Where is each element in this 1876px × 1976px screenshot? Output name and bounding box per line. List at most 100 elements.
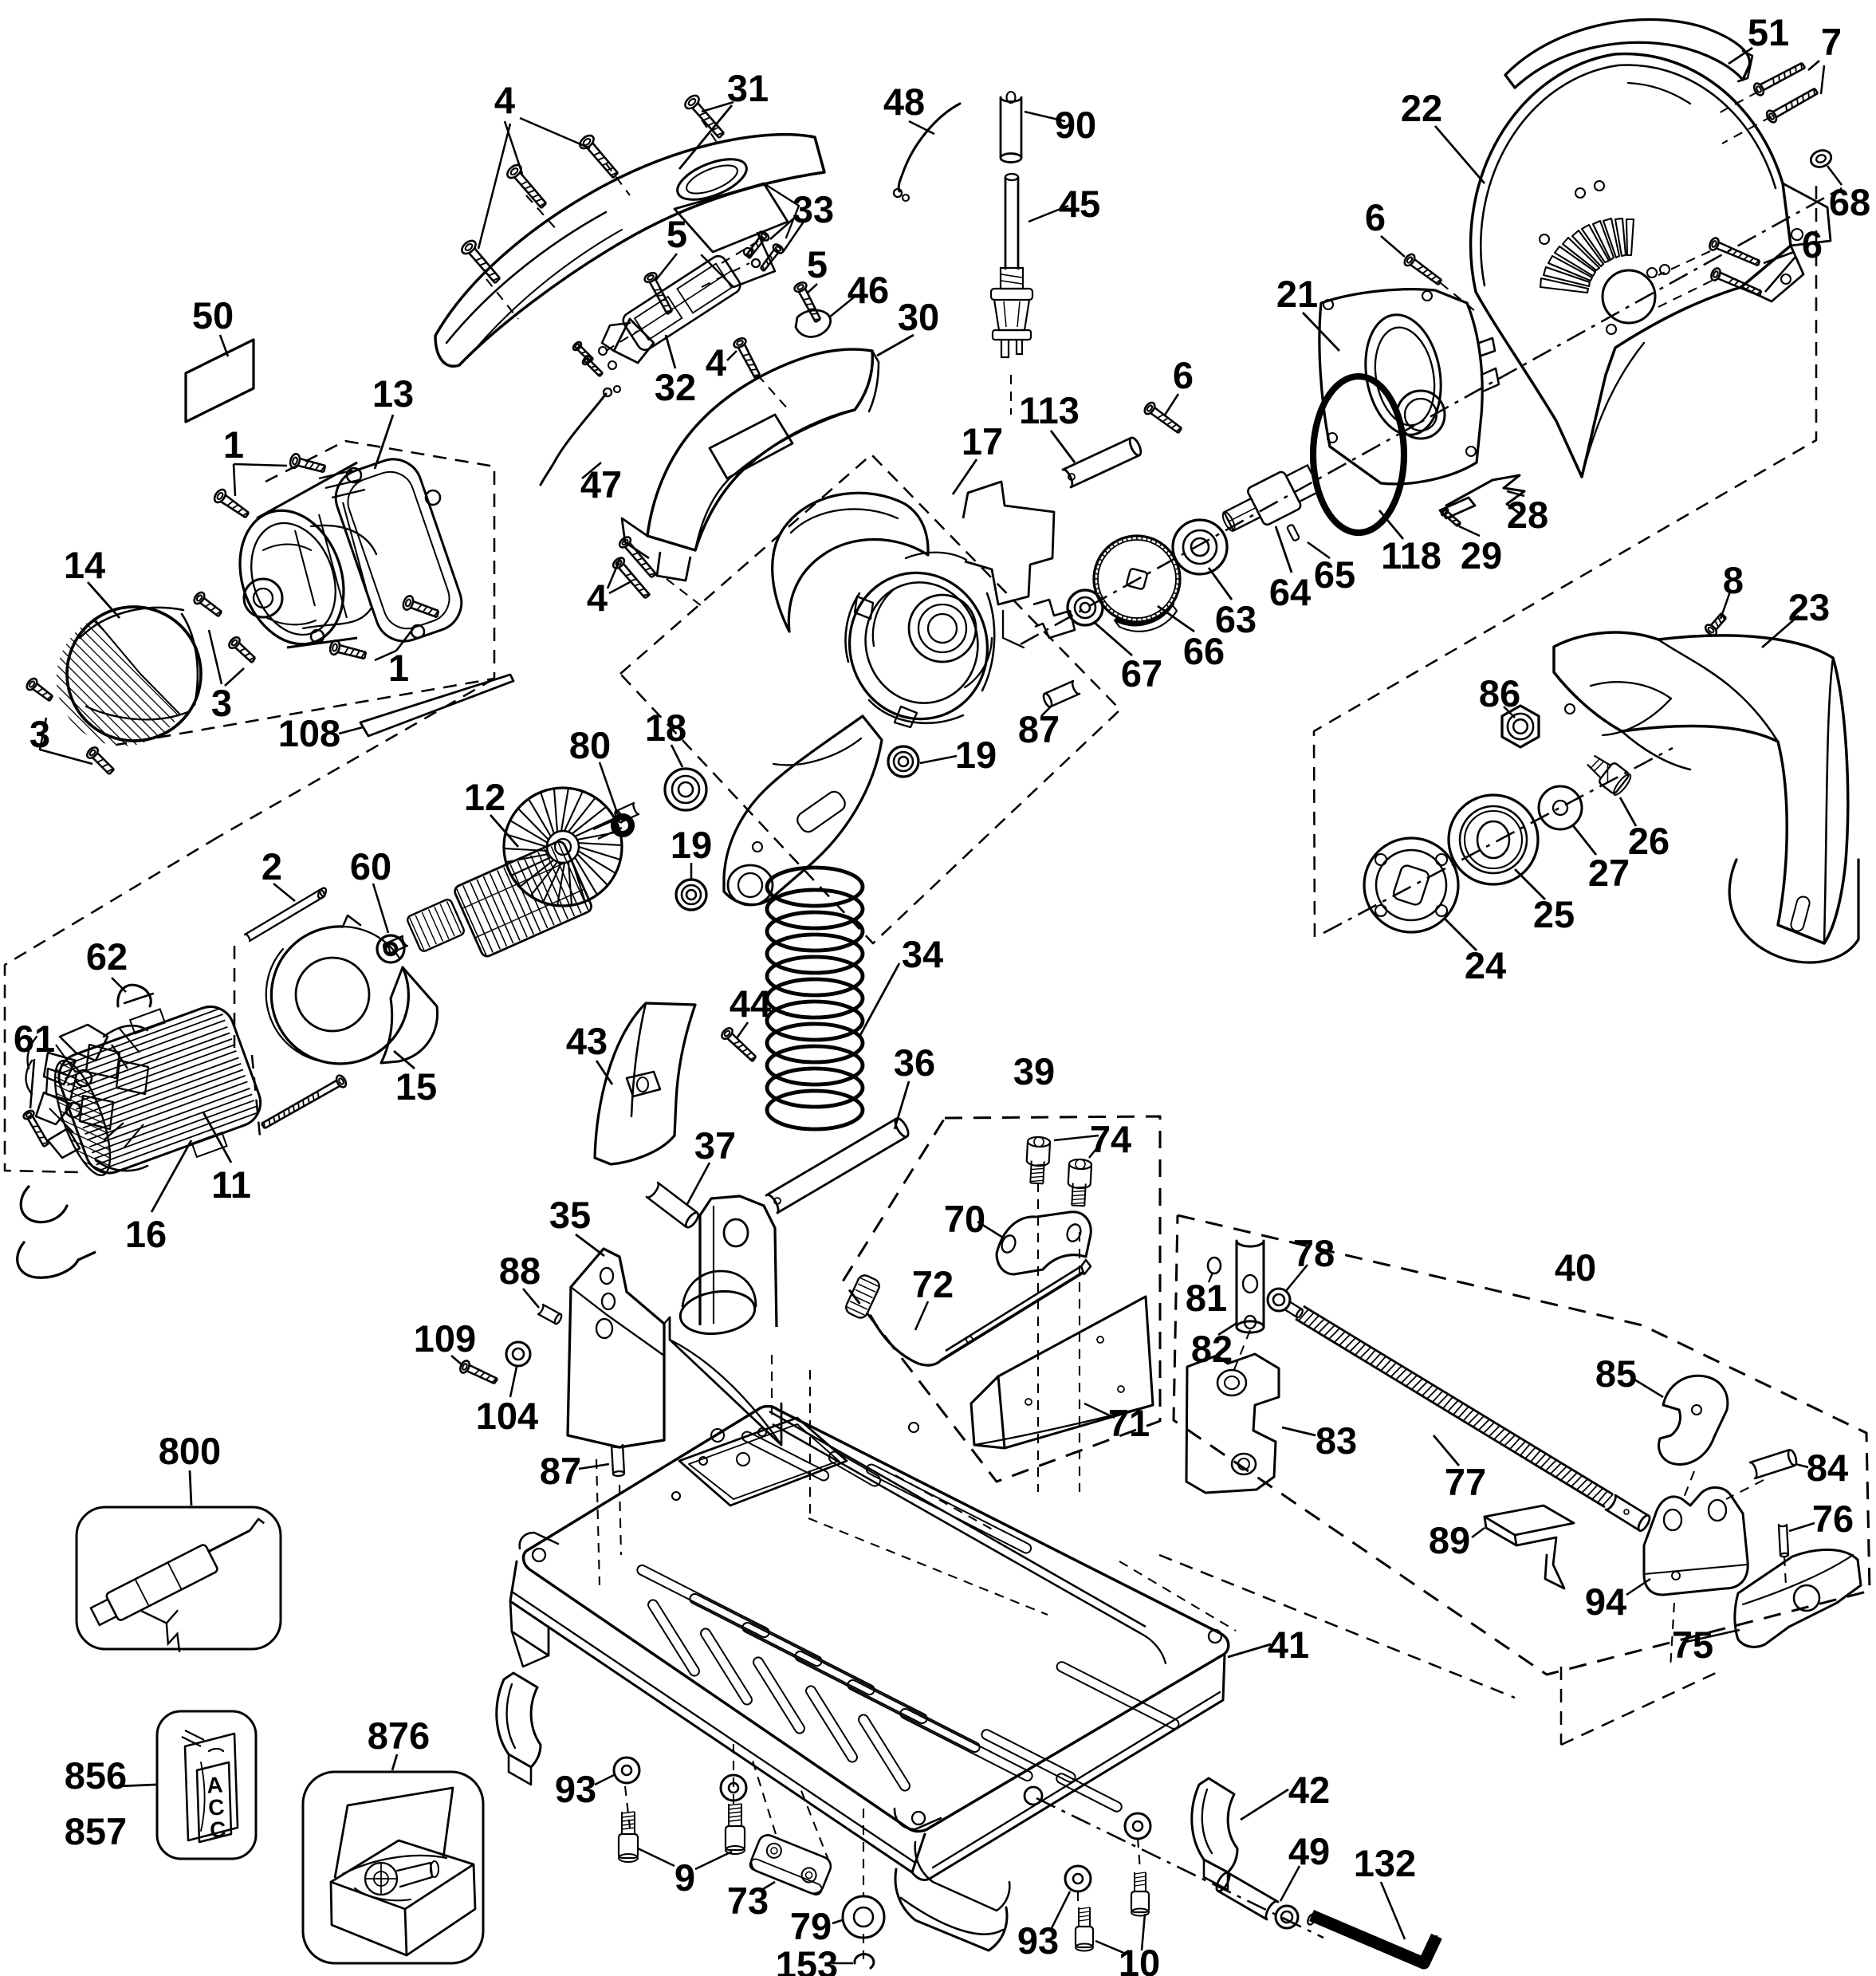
svg-text:5: 5	[807, 243, 828, 285]
svg-text:3: 3	[29, 713, 50, 755]
svg-text:4: 4	[587, 577, 608, 619]
svg-text:876: 876	[368, 1714, 430, 1757]
svg-text:A: A	[206, 1772, 223, 1797]
svg-text:9: 9	[674, 1856, 695, 1899]
svg-text:5: 5	[667, 213, 687, 255]
svg-text:86: 86	[1479, 672, 1520, 714]
svg-text:36: 36	[894, 1041, 935, 1084]
svg-text:11: 11	[211, 1163, 251, 1206]
svg-text:29: 29	[1461, 534, 1502, 577]
svg-text:16: 16	[125, 1213, 167, 1255]
svg-text:80: 80	[569, 724, 611, 766]
svg-text:93: 93	[1017, 1919, 1059, 1962]
svg-text:84: 84	[1807, 1447, 1848, 1489]
svg-text:25: 25	[1533, 893, 1575, 935]
svg-text:C: C	[207, 1794, 225, 1820]
svg-text:66: 66	[1183, 630, 1225, 672]
svg-text:1: 1	[388, 647, 409, 689]
svg-text:64: 64	[1269, 571, 1311, 613]
svg-text:13: 13	[372, 372, 414, 415]
svg-text:44: 44	[730, 982, 771, 1025]
svg-text:4: 4	[706, 341, 726, 384]
svg-text:24: 24	[1465, 944, 1506, 986]
svg-text:6: 6	[1802, 223, 1823, 266]
svg-text:79: 79	[790, 1905, 832, 1947]
svg-text:2: 2	[262, 845, 282, 888]
svg-text:82: 82	[1191, 1328, 1233, 1370]
svg-text:61: 61	[14, 1018, 55, 1060]
svg-text:40: 40	[1555, 1246, 1596, 1289]
svg-text:8: 8	[1723, 559, 1744, 601]
svg-text:7: 7	[1821, 21, 1842, 63]
svg-text:18: 18	[645, 707, 686, 749]
svg-text:48: 48	[883, 81, 925, 123]
svg-text:67: 67	[1121, 652, 1162, 695]
svg-text:31: 31	[727, 67, 769, 109]
svg-text:800: 800	[159, 1430, 221, 1472]
svg-text:113: 113	[1019, 389, 1080, 431]
svg-text:71: 71	[1108, 1402, 1150, 1444]
svg-text:6: 6	[1173, 354, 1194, 396]
svg-text:23: 23	[1788, 586, 1830, 628]
svg-text:75: 75	[1672, 1624, 1713, 1666]
svg-text:78: 78	[1293, 1232, 1335, 1274]
svg-text:42: 42	[1288, 1769, 1330, 1811]
svg-text:1: 1	[223, 423, 244, 466]
svg-text:50: 50	[192, 294, 234, 337]
svg-text:60: 60	[350, 845, 391, 888]
svg-text:104: 104	[476, 1395, 538, 1437]
svg-text:108: 108	[278, 712, 340, 754]
svg-text:51: 51	[1748, 11, 1789, 53]
svg-text:45: 45	[1059, 183, 1100, 225]
svg-text:62: 62	[86, 935, 128, 978]
svg-text:6: 6	[1365, 196, 1386, 238]
svg-text:17: 17	[962, 420, 1003, 463]
svg-text:63: 63	[1215, 598, 1257, 640]
svg-text:93: 93	[555, 1768, 596, 1810]
svg-text:72: 72	[912, 1263, 954, 1305]
svg-text:27: 27	[1588, 852, 1630, 894]
svg-text:30: 30	[898, 296, 939, 338]
svg-text:C: C	[209, 1817, 226, 1842]
svg-text:35: 35	[549, 1194, 591, 1236]
svg-text:89: 89	[1429, 1519, 1470, 1561]
svg-text:118: 118	[1381, 534, 1441, 577]
svg-text:14: 14	[64, 544, 105, 586]
svg-text:12: 12	[464, 776, 505, 818]
svg-text:88: 88	[499, 1250, 541, 1292]
svg-text:857: 857	[65, 1810, 127, 1852]
svg-text:26: 26	[1628, 820, 1670, 862]
svg-text:70: 70	[944, 1198, 985, 1240]
svg-text:94: 94	[1585, 1580, 1626, 1623]
svg-text:132: 132	[1354, 1842, 1416, 1884]
svg-text:19: 19	[955, 734, 997, 776]
svg-text:4: 4	[494, 79, 515, 121]
svg-text:90: 90	[1055, 104, 1096, 146]
svg-text:109: 109	[414, 1317, 476, 1360]
svg-text:85: 85	[1595, 1352, 1637, 1395]
svg-text:65: 65	[1314, 553, 1355, 596]
svg-text:87: 87	[1018, 708, 1060, 750]
svg-text:15: 15	[395, 1065, 437, 1108]
svg-text:49: 49	[1288, 1830, 1330, 1872]
svg-text:28: 28	[1507, 494, 1548, 536]
svg-text:32: 32	[655, 366, 696, 408]
svg-text:68: 68	[1829, 181, 1870, 223]
svg-text:76: 76	[1812, 1498, 1854, 1540]
svg-text:81: 81	[1186, 1277, 1227, 1319]
svg-text:3: 3	[211, 682, 232, 724]
svg-text:47: 47	[580, 463, 622, 506]
svg-text:39: 39	[1013, 1050, 1055, 1092]
svg-text:46: 46	[848, 269, 889, 311]
svg-text:87: 87	[540, 1450, 581, 1492]
svg-text:41: 41	[1268, 1624, 1309, 1666]
svg-text:83: 83	[1316, 1419, 1357, 1462]
svg-text:10: 10	[1119, 1942, 1160, 1976]
svg-text:21: 21	[1276, 273, 1318, 315]
svg-text:34: 34	[902, 933, 943, 975]
svg-text:19: 19	[671, 824, 712, 866]
svg-text:74: 74	[1090, 1118, 1131, 1160]
svg-text:856: 856	[65, 1754, 127, 1797]
svg-text:77: 77	[1445, 1461, 1486, 1503]
svg-text:22: 22	[1401, 87, 1442, 129]
